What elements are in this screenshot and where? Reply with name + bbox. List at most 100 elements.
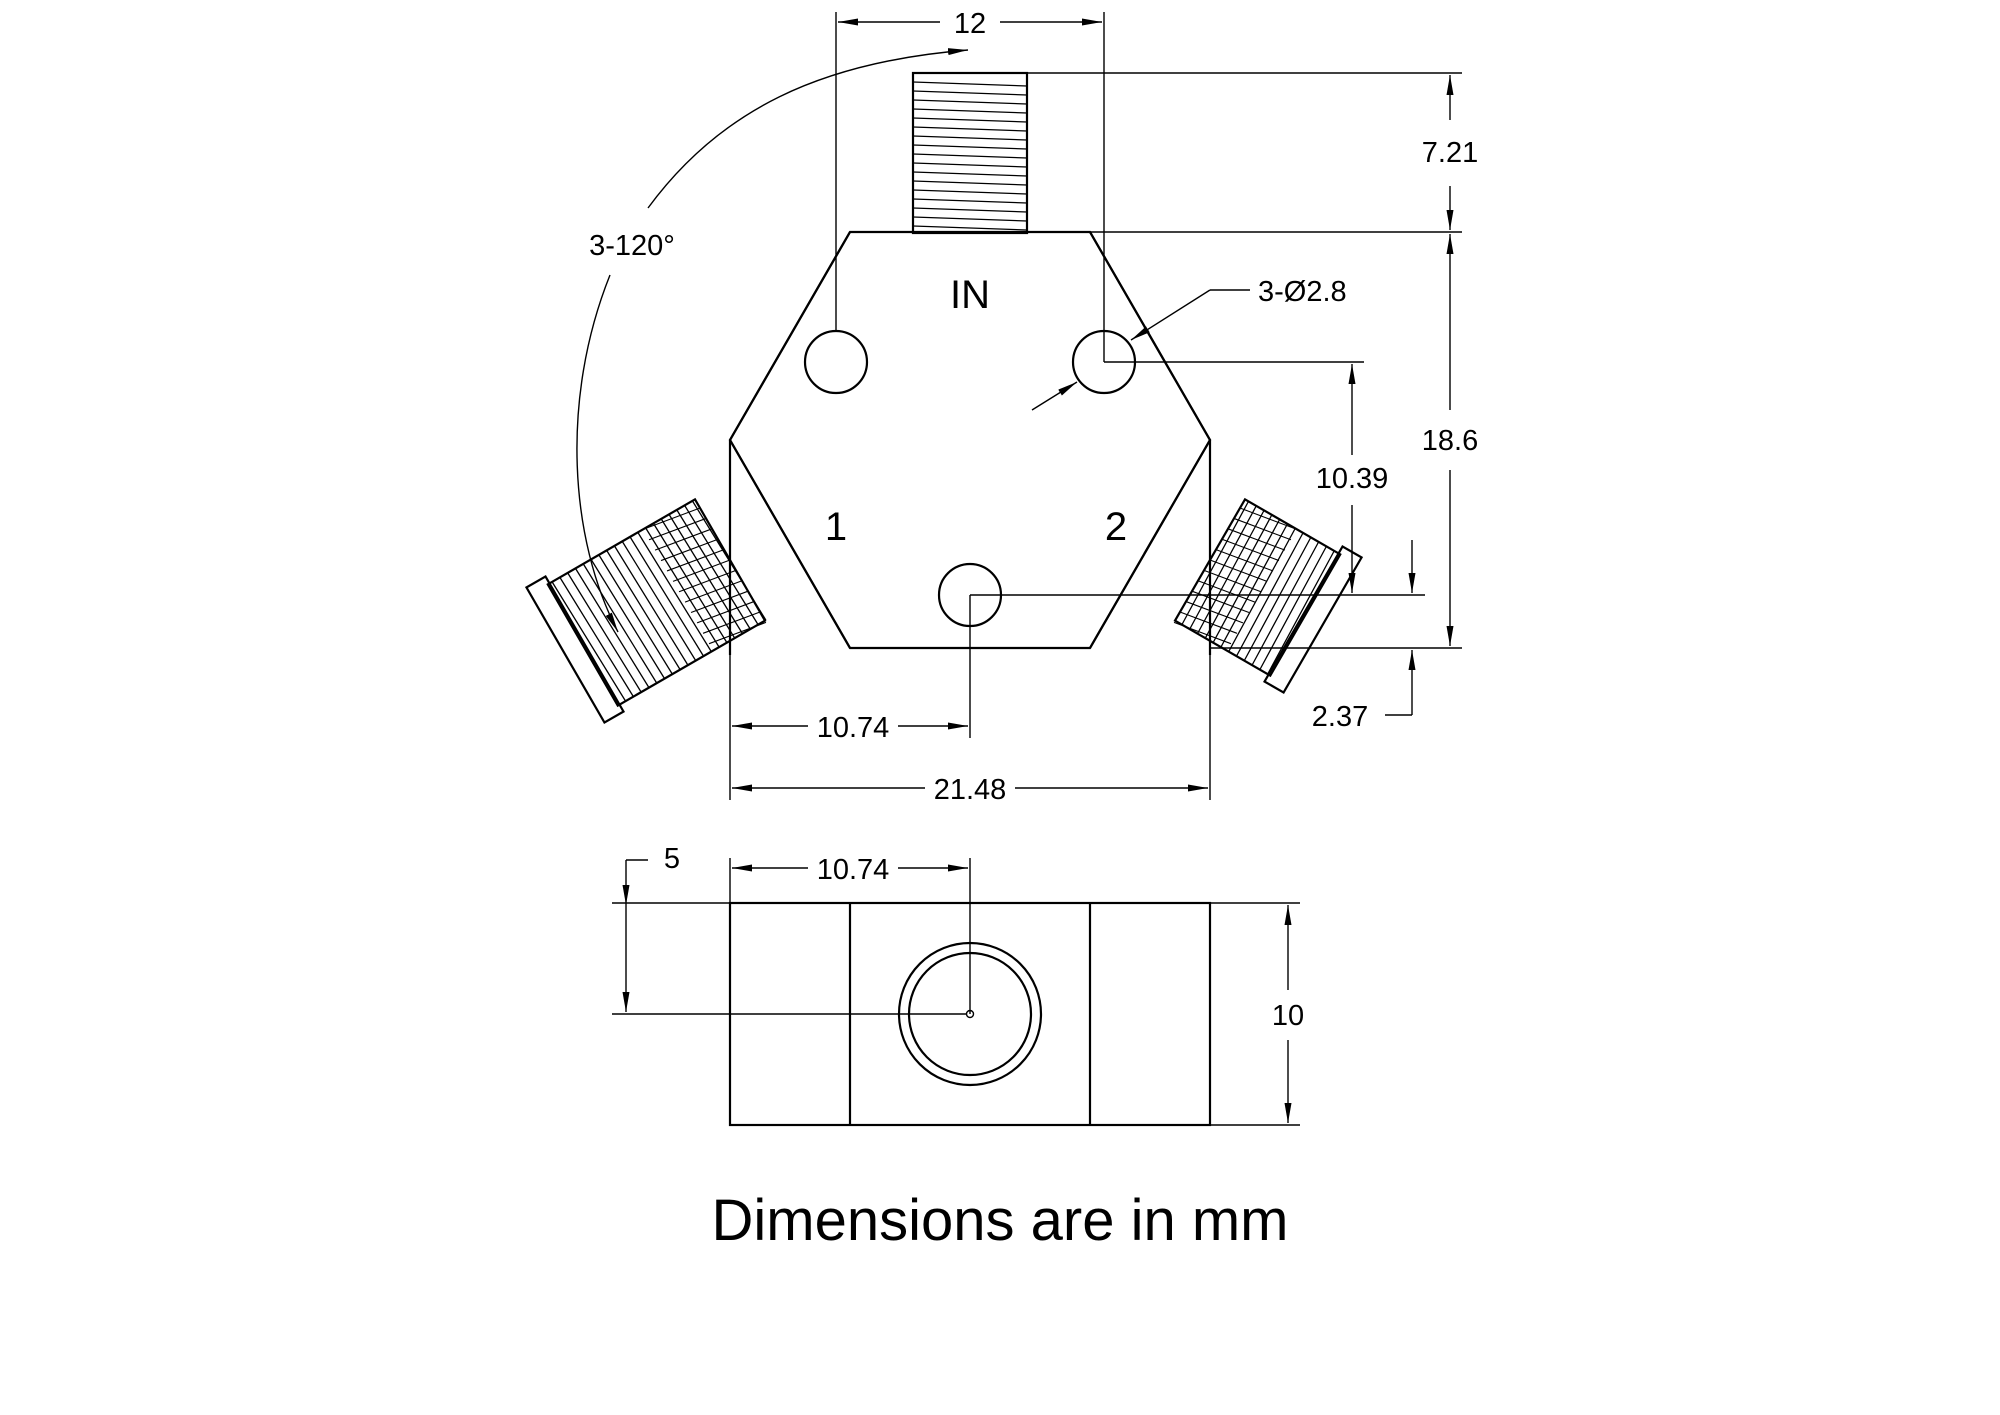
thread-line: [613, 545, 689, 666]
thread-line: [1209, 559, 1268, 582]
svg-text:10.74: 10.74: [817, 854, 890, 886]
thread-line: [912, 180, 1028, 186]
top-view: IN 1 2 12 7.21 18.6: [524, 8, 1478, 806]
thread-line: [1251, 541, 1320, 666]
thread-line: [672, 559, 731, 582]
input-connector: [911, 71, 1029, 235]
dim-thickness: 10: [1210, 902, 1304, 1126]
thread-line: [1228, 528, 1296, 652]
port2-connector: [1173, 497, 1364, 695]
thread-line: [912, 153, 1028, 159]
thread-line: [1220, 523, 1289, 648]
thread-line: [708, 621, 767, 645]
thread-line: [912, 171, 1028, 177]
thread-line: [1259, 546, 1327, 670]
port-label-1: 1: [825, 505, 847, 549]
svg-text:21.48: 21.48: [934, 774, 1007, 806]
thread-line: [678, 569, 737, 593]
port-label-in: IN: [950, 273, 990, 317]
thread-line: [912, 108, 1028, 114]
thread-line: [645, 527, 720, 648]
thread-line: [912, 99, 1028, 105]
thread-line: [648, 517, 707, 541]
thread-line: [1173, 621, 1232, 645]
thread-line: [912, 144, 1028, 150]
thread-line: [652, 523, 728, 643]
thread-line: [567, 572, 642, 693]
thread-line: [912, 225, 1028, 231]
dim-angle: 3-120°: [576, 48, 969, 633]
thread-line: [1181, 501, 1250, 625]
svg-text:12: 12: [954, 8, 986, 40]
thread-line: [598, 554, 673, 675]
dim-overall-width: 21.48: [732, 655, 1211, 806]
mounting-hole-left: [803, 329, 869, 395]
thread-line: [654, 528, 713, 551]
port-label-2: 2: [1105, 505, 1127, 549]
thread-line: [912, 135, 1028, 141]
thread-line: [559, 577, 634, 697]
body-chamfer-left: [729, 439, 851, 649]
thread-line: [637, 532, 712, 652]
units-note: Dimensions are in mm: [712, 1188, 1289, 1253]
thread-line: [912, 81, 1028, 87]
thread-line: [551, 581, 627, 702]
thread-line: [1267, 550, 1335, 675]
dim-connector-length: 7.21: [1027, 72, 1478, 233]
thread-line: [690, 590, 749, 614]
dim-hole-bottom: 2.37: [1312, 540, 1416, 733]
thread-line: [1233, 517, 1292, 541]
thread-line: [912, 216, 1028, 222]
thread-line: [676, 509, 751, 630]
thread-line: [1197, 580, 1256, 603]
thread-line: [912, 90, 1028, 96]
thread-line: [1239, 507, 1298, 530]
thread-line: [912, 207, 1028, 213]
thread-line: [1243, 537, 1312, 661]
thread-line: [912, 198, 1028, 204]
thread-line: [668, 514, 744, 634]
thread-line: [582, 563, 658, 684]
thread-line: [606, 550, 681, 670]
thread-line: [1196, 510, 1265, 634]
dim-hole-diameter: 3-Ø2.8: [1031, 276, 1347, 411]
thread-line: [912, 126, 1028, 132]
thread-line: [590, 559, 666, 679]
thread-line: [684, 580, 743, 603]
thread-line: [666, 549, 725, 572]
svg-text:3-120°: 3-120°: [589, 230, 675, 262]
thread-line: [912, 117, 1028, 123]
dim-top-width: 12: [835, 8, 1105, 362]
thread-line: [1221, 538, 1280, 562]
port1-connector: [524, 497, 767, 725]
dim-side-half-width: 10.74: [729, 854, 971, 1014]
thread-line: [1179, 611, 1238, 634]
svg-text:18.6: 18.6: [1422, 425, 1478, 457]
thread-line: [660, 518, 736, 639]
thread-line: [1191, 590, 1250, 614]
thread-line: [1204, 514, 1273, 639]
dim-side-center-height: 5: [612, 843, 966, 1015]
thread-line: [629, 536, 705, 657]
thread-line: [1189, 505, 1257, 630]
thread-line: [912, 162, 1028, 168]
thread-line: [642, 507, 701, 530]
thread-line: [621, 541, 697, 661]
side-view: 10.74 5 10: [612, 843, 1304, 1127]
svg-text:10.39: 10.39: [1316, 463, 1389, 495]
thread-line: [696, 601, 755, 624]
thread-line: [1212, 519, 1281, 643]
thread-line: [1185, 601, 1244, 624]
thread-line: [1203, 569, 1262, 593]
dim-hole-vertical: 10.39: [970, 361, 1425, 596]
thread-line: [912, 189, 1028, 195]
thread-line: [702, 611, 761, 634]
dim-overall-height: 18.6: [1210, 234, 1478, 649]
svg-text:2.37: 2.37: [1312, 701, 1368, 733]
dim-half-width: 10.74: [729, 595, 971, 800]
svg-text:7.21: 7.21: [1422, 137, 1478, 169]
thread-line: [660, 538, 719, 562]
svg-text:3-Ø2.8: 3-Ø2.8: [1258, 276, 1347, 308]
svg-text:10: 10: [1272, 1000, 1304, 1032]
